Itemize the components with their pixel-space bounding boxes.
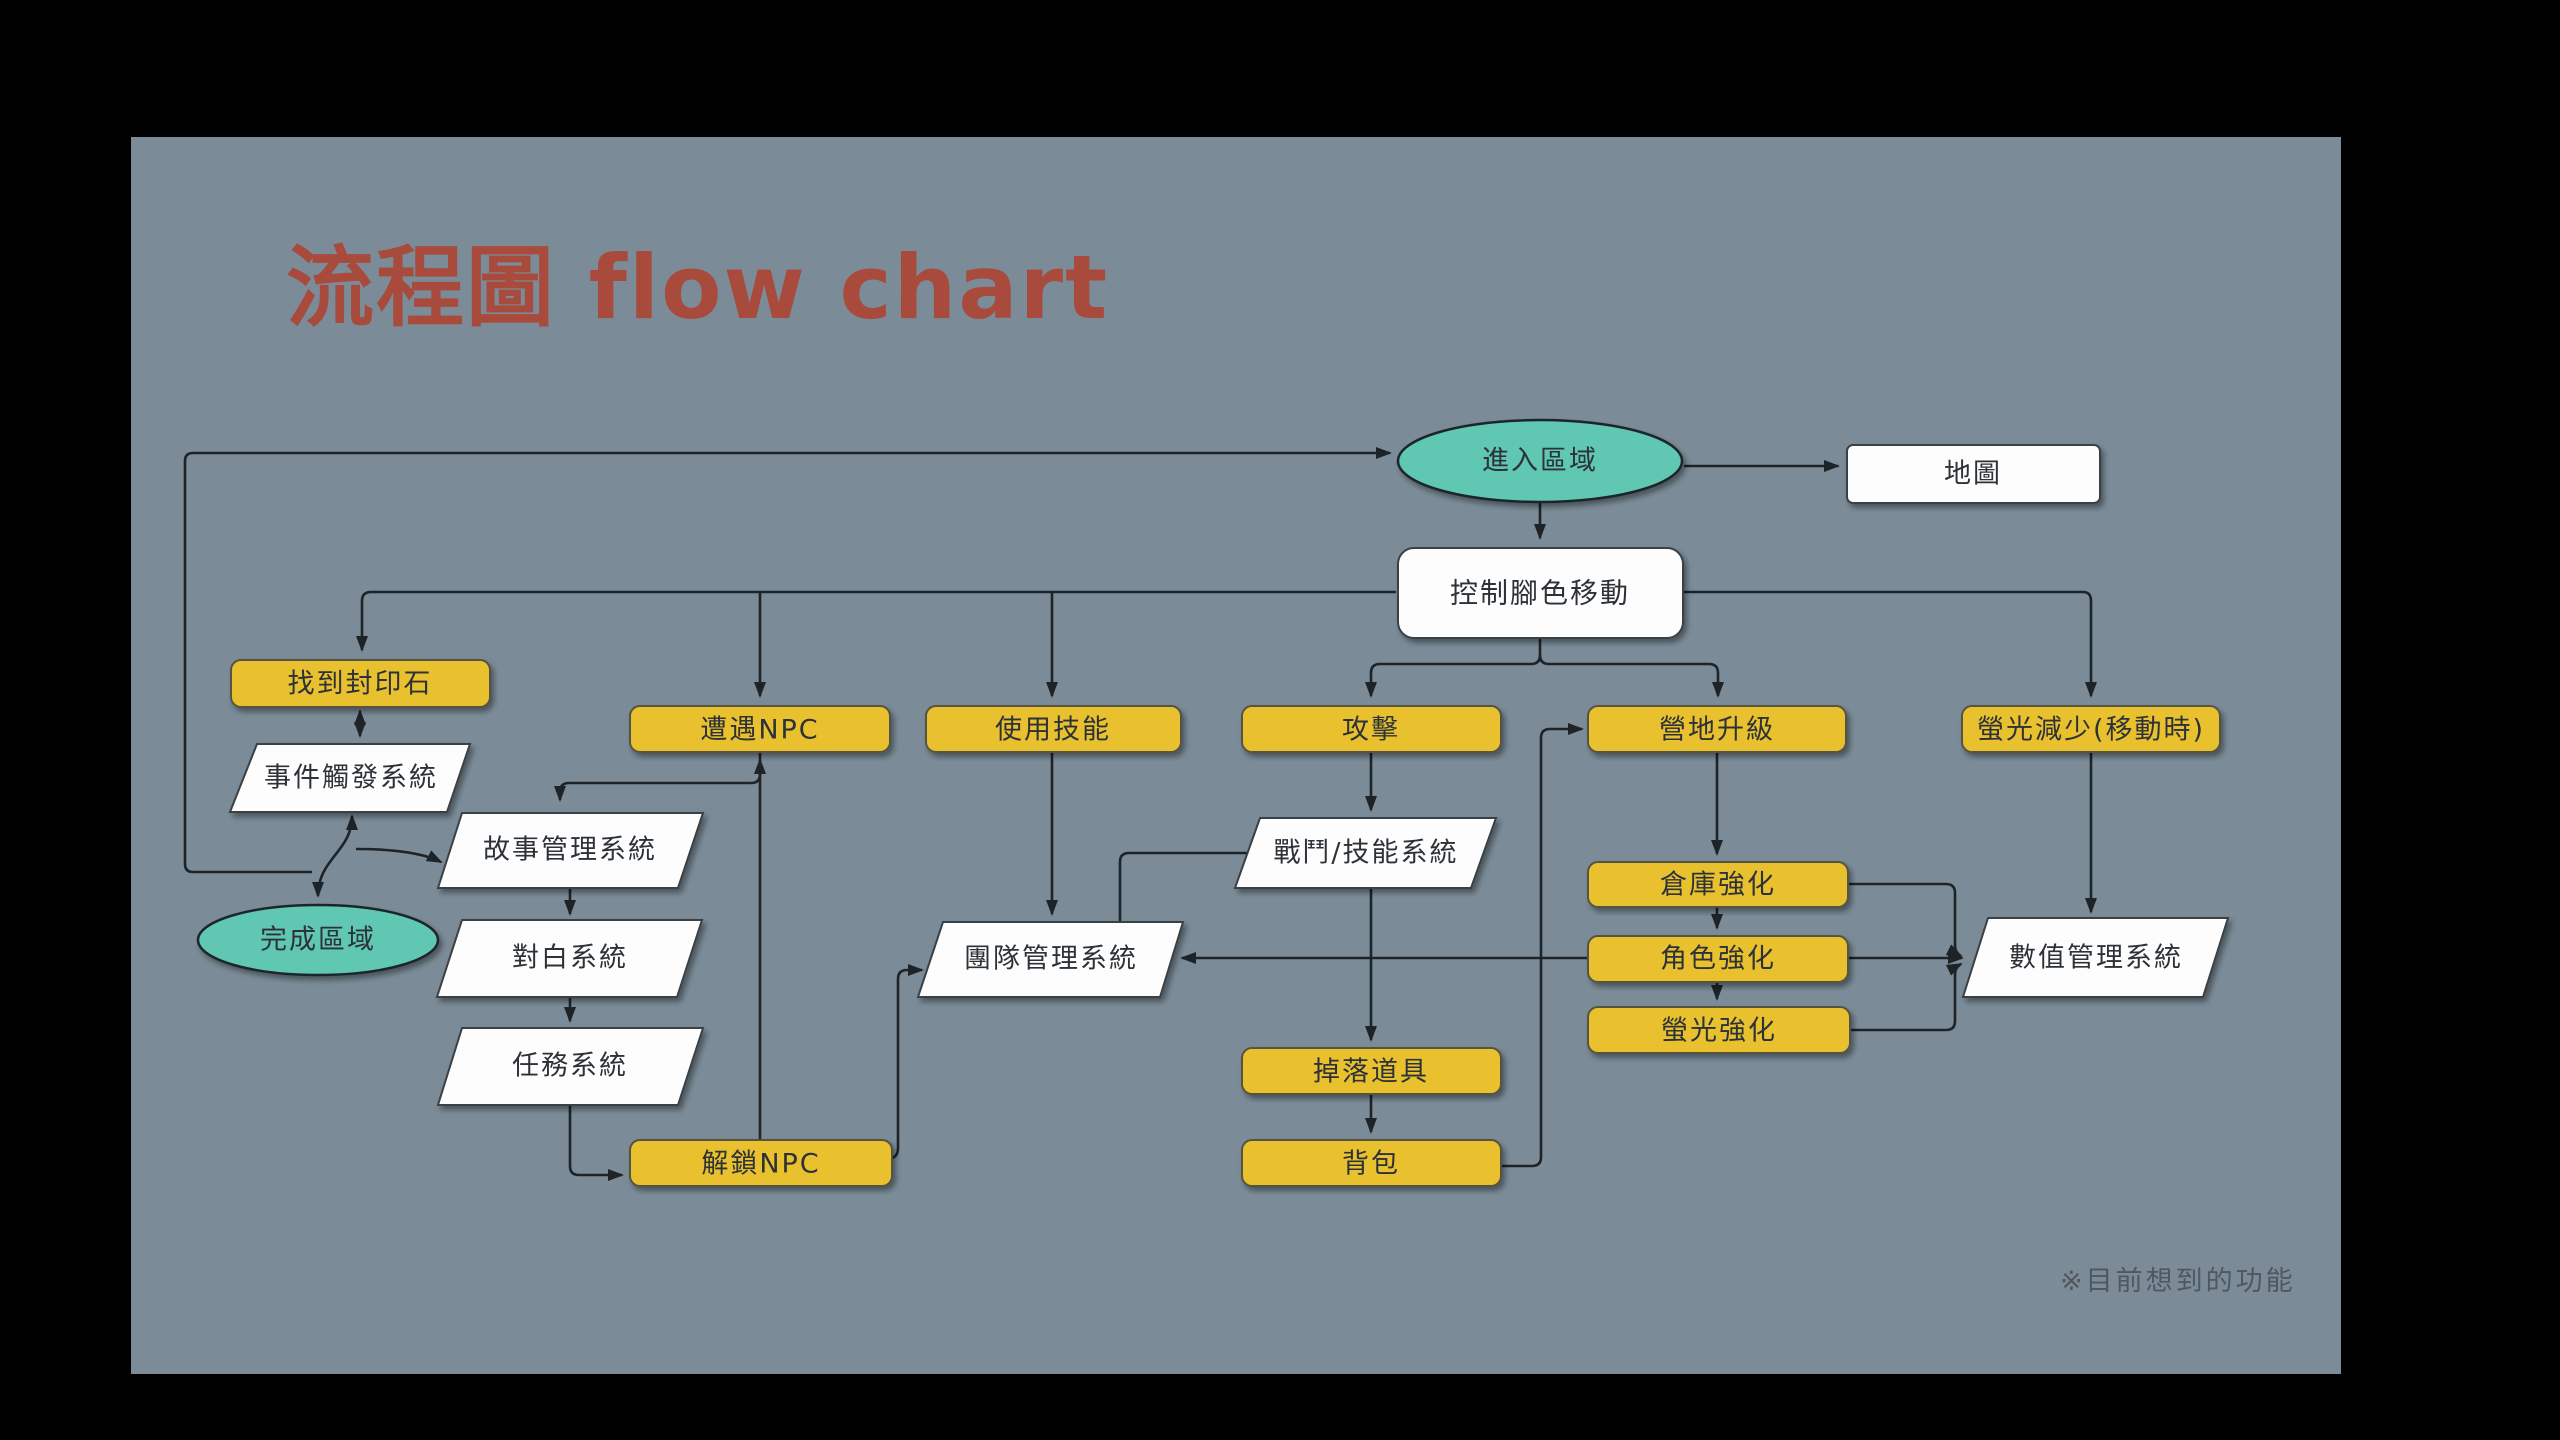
node-character-upgrade: 角色強化 [1587,935,1849,983]
edge-control-move-to-glow-decrease [1684,590,2097,698]
enter-area-label: 進入區域 [1482,446,1598,477]
character-upgrade-label: 角色強化 [1660,944,1776,975]
unlock-npc-label: 解鎖NPC [701,1149,820,1180]
map-shape [1846,444,2101,504]
edge-control-move-to-camp-upgrade [1538,654,1724,698]
use-skill-label: 使用技能 [995,715,1111,746]
node-backpack: 背包 [1241,1139,1502,1187]
edge-control-move-left-bus [356,590,1396,652]
character-upgrade-shape [1587,935,1849,983]
drop-item-label: 掉落道具 [1313,1057,1429,1088]
node-glow-decrease: 螢光減少(移動時) [1961,705,2221,753]
node-combat-skill-system: 戰鬥/技能系統 [1233,817,1498,889]
node-warehouse-upgrade: 倉庫強化 [1587,861,1849,908]
footnote: ※目前想到的功能 [2060,1266,2296,1297]
backpack-shape [1241,1139,1502,1187]
event-trigger-system-shape [228,743,472,813]
page-title: 流程圖 flow chart [286,236,1109,339]
quest-system-label: 任務系統 [512,1051,628,1082]
edge-glow-upgrade-to-stat-system [1848,962,1963,1032]
encounter-npc-shape [629,705,891,753]
story-system-label: 故事管理系統 [483,835,657,866]
stat-system-label: 數值管理系統 [2009,943,2183,974]
control-move-shape [1397,547,1684,639]
node-control-move: 控制腳色移動 [1397,547,1684,639]
edges [183,447,2097,1181]
glow-upgrade-shape [1587,1006,1851,1054]
slide-panel [131,137,2341,1374]
encounter-npc-label: 遭遇NPC [700,715,819,746]
node-quest-system: 任務系統 [436,1027,705,1106]
control-move-label: 控制腳色移動 [1450,577,1630,610]
node-find-seal-stone: 找到封印石 [230,659,491,708]
dialogue-system-label: 對白系統 [512,943,628,974]
story-system-shape [436,812,705,889]
warehouse-upgrade-label: 倉庫強化 [1660,870,1776,901]
edge-quest-to-unlock-npc [568,1105,624,1181]
edge-loop-to-enter-area [183,447,1392,874]
node-map: 地圖 [1846,444,2101,504]
node-dialogue-system: 對白系統 [435,919,704,998]
attack-label: 攻擊 [1342,715,1400,746]
camp-upgrade-shape [1587,705,1847,753]
complete-area-label: 完成區域 [260,925,376,956]
complete-area-shape [196,903,440,977]
edge-backpack-to-camp-upgrade [1501,723,1584,1168]
unlock-npc-shape [629,1139,893,1187]
warehouse-upgrade-shape [1587,861,1849,908]
use-skill-shape [925,705,1182,753]
drop-item-shape [1241,1047,1502,1095]
node-camp-upgrade: 營地升級 [1587,705,1847,753]
nodes: 進入區域 地圖 控制腳色移動 找到封印石 遭遇NPC 使用技能 攻擊 [196,418,2230,1187]
node-event-trigger-system: 事件觸發系統 [228,743,472,813]
camp-upgrade-label: 營地升級 [1659,715,1775,746]
node-use-skill: 使用技能 [925,705,1182,753]
backpack-label: 背包 [1342,1149,1400,1180]
enter-area-shape [1396,418,1684,504]
node-enter-area: 進入區域 [1396,418,1684,504]
edge-junction-to-story [355,847,443,864]
dialogue-system-shape [435,919,704,998]
combat-skill-system-label: 戰鬥/技能系統 [1273,838,1458,869]
event-trigger-system-label: 事件觸發系統 [264,763,438,794]
node-complete-area: 完成區域 [196,903,440,977]
edge-unlock-npc-to-team-system [891,964,924,1160]
find-seal-stone-shape [230,659,491,708]
node-glow-upgrade: 螢光強化 [1587,1006,1851,1054]
node-attack: 攻擊 [1241,705,1502,753]
map-label: 地圖 [1944,459,2002,490]
glow-decrease-label: 螢光減少(移動時) [1977,715,2205,746]
team-system-shape [916,921,1185,998]
glow-decrease-shape [1961,705,2221,753]
node-unlock-npc: 解鎖NPC [629,1139,893,1187]
stat-system-shape [1961,917,2230,998]
find-seal-stone-label: 找到封印石 [288,669,433,700]
edge-combat-system-to-team-system [1118,851,1248,921]
node-stat-system: 數值管理系統 [1961,917,2230,998]
attack-shape [1241,705,1502,753]
glow-upgrade-label: 螢光強化 [1661,1016,1777,1047]
edge-event-trigger-complete-area [312,814,358,898]
node-drop-item: 掉落道具 [1241,1047,1502,1095]
team-system-label: 團隊管理系統 [964,944,1138,975]
combat-skill-system-shape [1233,817,1498,889]
node-team-system: 團隊管理系統 [916,921,1185,998]
node-story-system: 故事管理系統 [436,812,705,889]
quest-system-shape [436,1027,705,1106]
node-encounter-npc: 遭遇NPC [629,705,891,753]
